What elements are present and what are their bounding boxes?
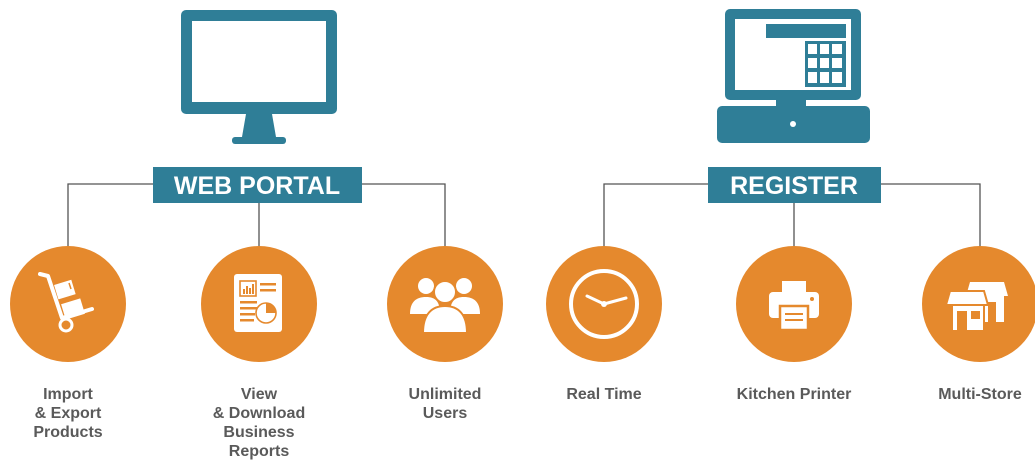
clock-icon <box>569 269 639 339</box>
label-line: Users <box>422 405 468 422</box>
label-line: Business <box>223 424 295 441</box>
pos-register-icon <box>717 9 870 143</box>
report-document-icon <box>234 274 282 332</box>
label-line: Products <box>33 424 103 441</box>
web-portal-header: WEB PORTAL <box>153 167 362 203</box>
label-line: Kitchen Printer <box>736 386 852 403</box>
label-line: Import <box>43 386 93 403</box>
label-line: Multi-Store <box>938 386 1022 403</box>
label-line: Reports <box>228 443 290 460</box>
feature-label-kitchen-printer: Kitchen Printer <box>719 385 869 404</box>
feature-circles <box>10 246 1035 362</box>
store-icon <box>944 282 1008 332</box>
register-connectors <box>603 183 981 257</box>
label-line: Real Time <box>566 386 642 403</box>
printer-icon <box>769 281 819 332</box>
register-header: REGISTER <box>708 167 881 203</box>
feature-label-multi-store: Multi-Store <box>925 385 1035 404</box>
label-line: & Export <box>34 405 102 422</box>
feature-label-import-export: Import & Export Products <box>18 385 118 442</box>
feature-label-unlimited-users: Unlimited Users <box>395 385 495 423</box>
hand-truck-boxes-icon <box>38 272 94 333</box>
desktop-monitor-icon <box>181 10 337 144</box>
label-line: View <box>240 386 278 403</box>
web-portal-connectors <box>67 183 446 257</box>
register-title: REGISTER <box>730 172 858 200</box>
label-line: & Download <box>212 405 306 422</box>
users-group-icon <box>410 278 480 334</box>
web-portal-title: WEB PORTAL <box>174 172 340 200</box>
label-line: Unlimited <box>408 386 482 403</box>
feature-label-view-download-reports: View & Download Business Reports <box>194 385 324 461</box>
feature-label-real-time: Real Time <box>544 385 664 404</box>
